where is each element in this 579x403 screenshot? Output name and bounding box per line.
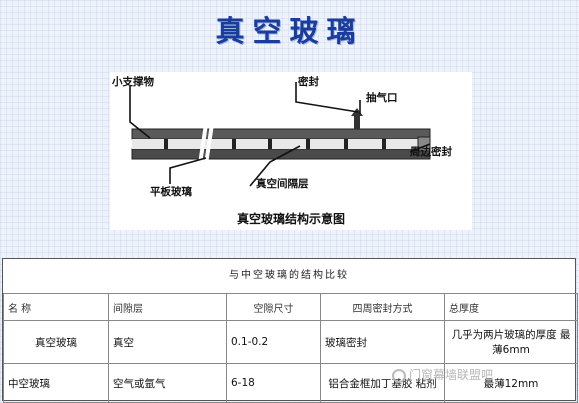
table-row: 真空玻璃 真空 0.1-0.2 玻璃密封 几乎为两片玻璃的厚度 最薄6mm (3, 320, 578, 364)
cell-thickness: 几乎为两片玻璃的厚度 最薄6mm (444, 320, 578, 364)
label-edge-seal: 周边密封 (410, 146, 452, 158)
label-flat-glass: 平板玻璃 (150, 186, 192, 198)
vacuum-gap (132, 139, 430, 149)
label-pump-port: 抽气口 (366, 92, 398, 104)
header-seal-method: 四周密封方式 (320, 293, 445, 321)
diagram-caption: 真空玻璃结构示意图 (236, 212, 345, 226)
slide-title: 真空玻璃 (215, 14, 364, 48)
top-glass-pane (131, 128, 431, 140)
cell-gap-size: 0.1-0.2 (226, 320, 321, 364)
header-name: 名 称 (3, 293, 109, 321)
leader-seal (295, 82, 359, 113)
table-row: 中空玻璃 空气或氩气 6-18 铝合金框加丁基胶 粘剂 最薄12mm (3, 363, 578, 403)
header-gap-size: 空隙尺寸 (226, 293, 321, 321)
leader-support (129, 86, 151, 139)
header-gap-layer: 间隙层 (108, 293, 227, 321)
support-pillar (306, 139, 310, 149)
watermark: 门窗幕墙联盟吧 (392, 366, 572, 383)
leader-flat-glass (169, 157, 207, 184)
wechat-logo-icon (392, 368, 406, 383)
break-mark (198, 123, 214, 165)
watermark-text: 门窗幕墙联盟吧 (409, 368, 494, 382)
support-pillar (344, 139, 348, 149)
cell-name: 真空玻璃 (3, 320, 109, 364)
cell-name: 中空玻璃 (3, 363, 109, 403)
bottom-glass-pane (131, 148, 431, 160)
structure-diagram-svg (129, 82, 431, 187)
table-title: 与中空玻璃的结构比较 (3, 259, 575, 294)
label-vacuum-layer: 真空间隔层 (256, 178, 309, 190)
table-header-row: 名 称 间隙层 空隙尺寸 四周密封方式 总厚度 (3, 293, 578, 321)
cell-seal-method: 铝合金框加丁基胶 粘剂 (320, 363, 445, 403)
cell-gap-layer: 真空 (108, 320, 227, 364)
cell-gap-size: 6-18 (226, 363, 321, 403)
header-thickness: 总厚度 (444, 293, 578, 321)
support-pillar (232, 139, 236, 149)
pump-port (354, 116, 360, 129)
label-support: 小支撑物 (112, 76, 154, 88)
cell-seal-method: 玻璃密封 (320, 320, 445, 364)
leader-edge-seal (409, 143, 431, 153)
comparison-grid: 名 称 间隙层 空隙尺寸 四周密封方式 总厚度 真空玻璃 真空 0.1-0.2 … (3, 293, 578, 403)
cell-gap-layer: 空气或氩气 (108, 363, 227, 403)
leader-vacuum-layer (249, 145, 301, 187)
cell-thickness: 最薄12mm (444, 363, 578, 403)
support-pillar (268, 139, 272, 149)
comparison-table: 与中空玻璃的结构比较 名 称 间隙层 空隙尺寸 四周密封方式 总厚度 真空玻璃 … (2, 258, 578, 403)
label-seal: 密封 (298, 76, 319, 88)
structure-diagram: 小支撑物 密封 抽气口 周边密封 平板玻璃 真空间隔层 真空玻璃结构示意图 (110, 72, 472, 230)
support-pillar (382, 139, 386, 149)
support-pillar (164, 139, 168, 149)
